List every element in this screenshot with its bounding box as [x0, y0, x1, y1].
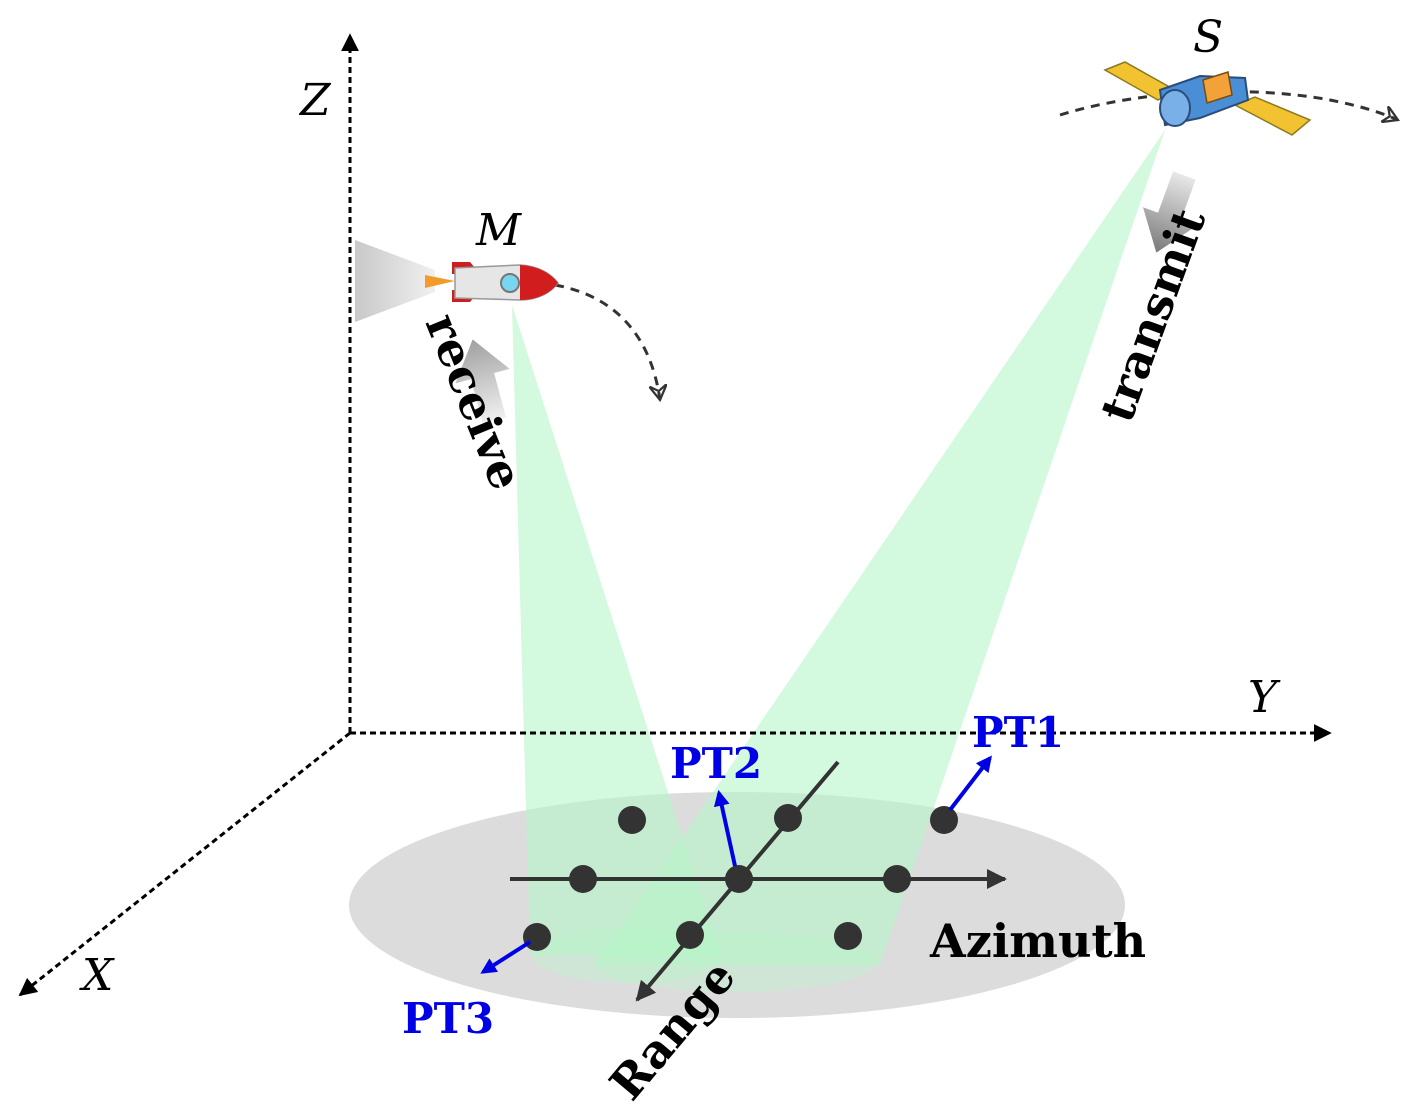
satellite-label: S [1193, 12, 1223, 63]
target-point-pt1 [930, 806, 958, 834]
missile-trajectory [554, 283, 660, 400]
missile-label: M [475, 205, 522, 256]
receive-arrow-icon [455, 339, 510, 424]
missile-icon: M [355, 205, 559, 322]
pt3-label: PT3 [402, 994, 494, 1043]
target-point [834, 922, 862, 950]
transmit-beam [593, 130, 1165, 992]
satellite-orbit [1059, 90, 1398, 120]
target-point [676, 921, 704, 949]
x-axis [18, 731, 351, 997]
pt-annotations: PT1 PT2 PT3 [402, 708, 1064, 1043]
z-axis-label: Z [298, 75, 332, 126]
target-point [569, 865, 597, 893]
pt1-label: PT1 [972, 708, 1064, 757]
target-point [618, 806, 646, 834]
pt2-arrow [713, 789, 737, 867]
y-axis-label: Y [1248, 672, 1281, 723]
transmit-arrow-icon [1143, 171, 1196, 253]
pt3-arrow [480, 940, 532, 974]
coordinate-axes: Z Y X [18, 33, 1332, 1001]
point-targets [523, 804, 958, 951]
target-point [774, 804, 802, 832]
target-point-pt3 [523, 923, 551, 951]
pt1-arrow [948, 755, 992, 812]
x-axis-label: X [79, 950, 115, 1001]
azimuth-label: Azimuth [929, 914, 1146, 968]
pt2-label: PT2 [670, 739, 762, 788]
target-point [883, 865, 911, 893]
target-point-pt2 [725, 865, 753, 893]
satellite-icon: S [1103, 12, 1312, 136]
